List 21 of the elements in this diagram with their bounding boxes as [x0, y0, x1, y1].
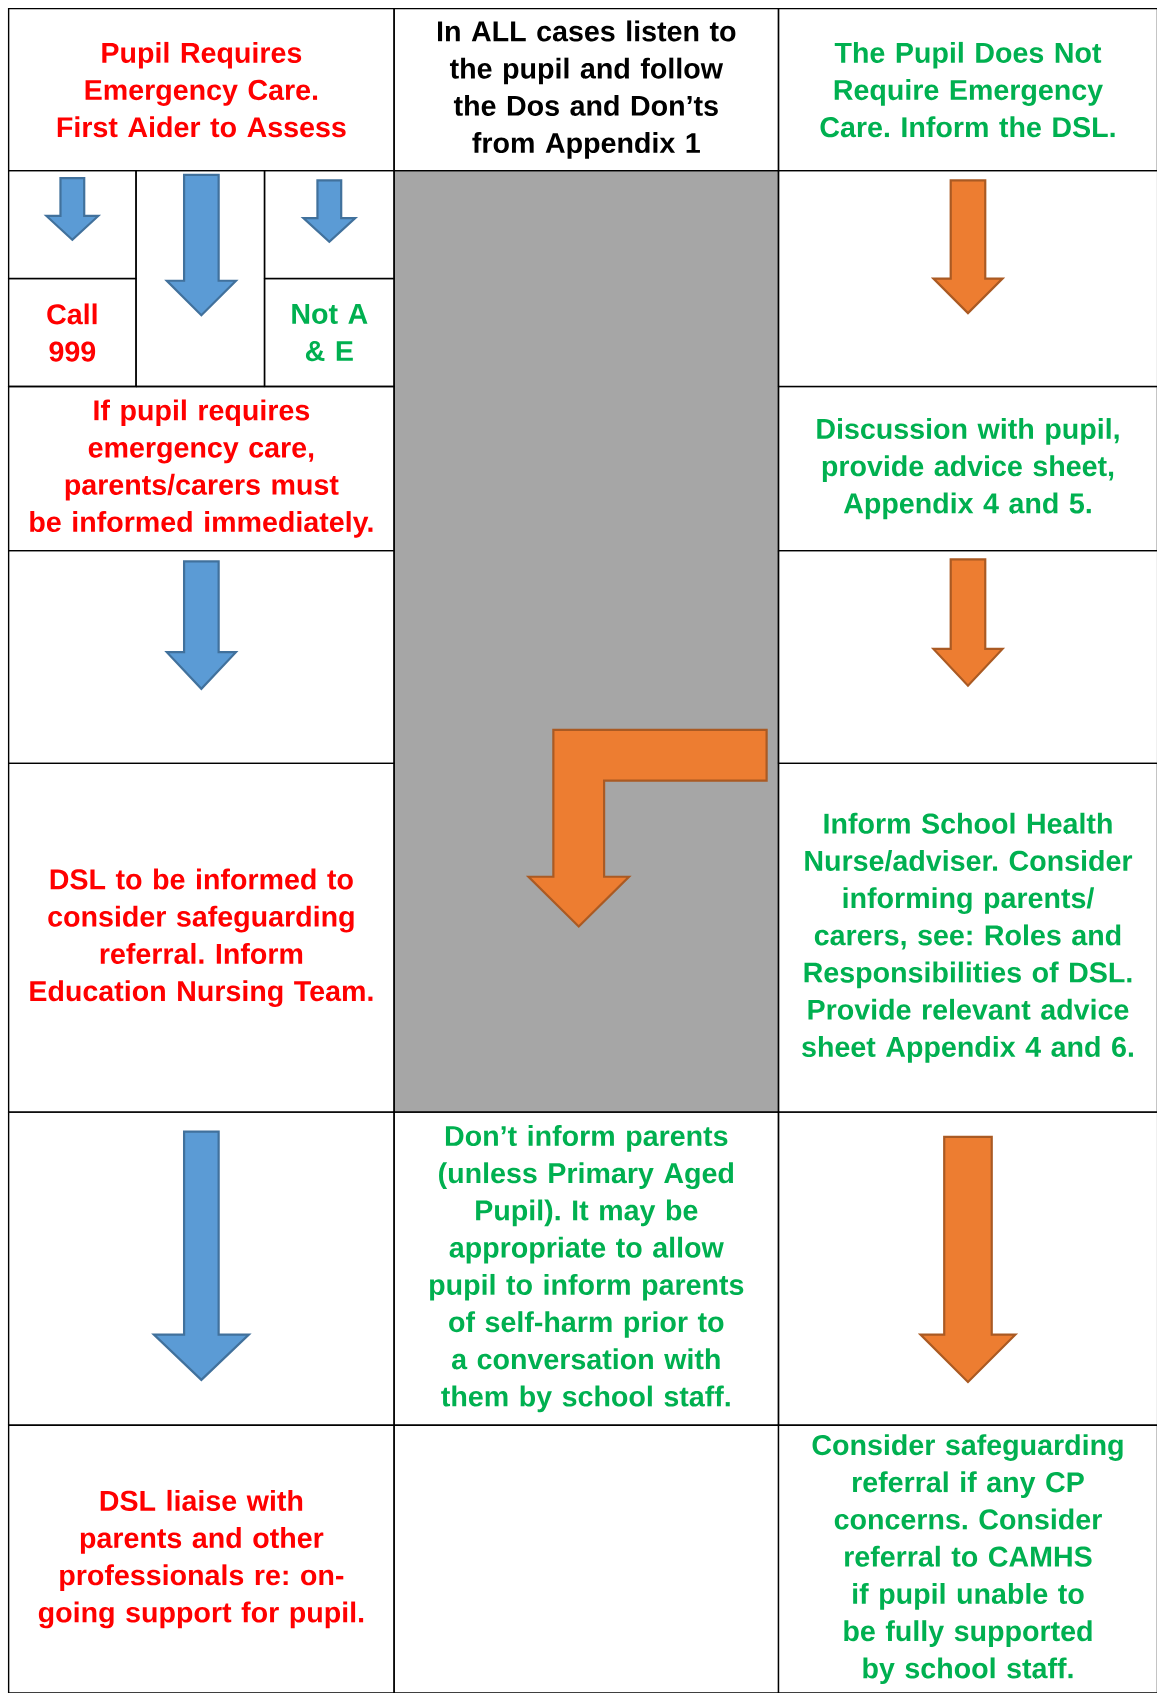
arrow [930, 558, 1005, 688]
arrow [163, 173, 239, 317]
arrow [525, 728, 768, 928]
table-cell: Not A & E [263, 277, 395, 388]
table-cell: If pupil requires emergency care, parents/carers must be informed immediately. [7, 385, 395, 552]
table-cell: Discussion with pupil, provide advice sheet, Appendix 4 and 5. [777, 385, 1157, 552]
table-cell: Consider safeguarding referral if any CP concerns. Consider referral to CAMHS if pupil unable to be fully supported by school staff. [777, 1424, 1157, 1693]
table-cell: DSL liaise with parents and other professionals re: on-going support for pupil. [7, 1424, 395, 1693]
arrow [150, 1130, 252, 1382]
table-cell: Call 999 [7, 277, 137, 388]
arrow [930, 179, 1005, 315]
table-cell: Pupil Requires Emergency Care. First Aider to Assess [7, 7, 395, 172]
table-cell: The Pupil Does Not Require Emergency Care. Inform the DSL. [777, 7, 1157, 172]
table-cell: DSL to be informed to consider safeguarding referral. Inform Education Nursing Team. [7, 762, 395, 1113]
arrow [300, 179, 358, 244]
arrow [164, 560, 239, 691]
arrow [43, 177, 101, 242]
table-cell: Don’t inform parents (unless Primary Aged Pupil). It may be appropriate to allow pupil to inform parents of self-harm prior to a conversation with them by school staff. [393, 1111, 779, 1426]
arrow [917, 1135, 1018, 1384]
table-cell: Inform School Health Nurse/adviser. Consider informing parents/ carers, see: Roles and Responsibilities of DSL. Provide relevant advice sheet Appendix 4 and 6. [777, 762, 1157, 1113]
table-cell: In ALL cases listen to the pupil and follow the Dos and Don’ts from Appendix 1 [393, 7, 779, 172]
